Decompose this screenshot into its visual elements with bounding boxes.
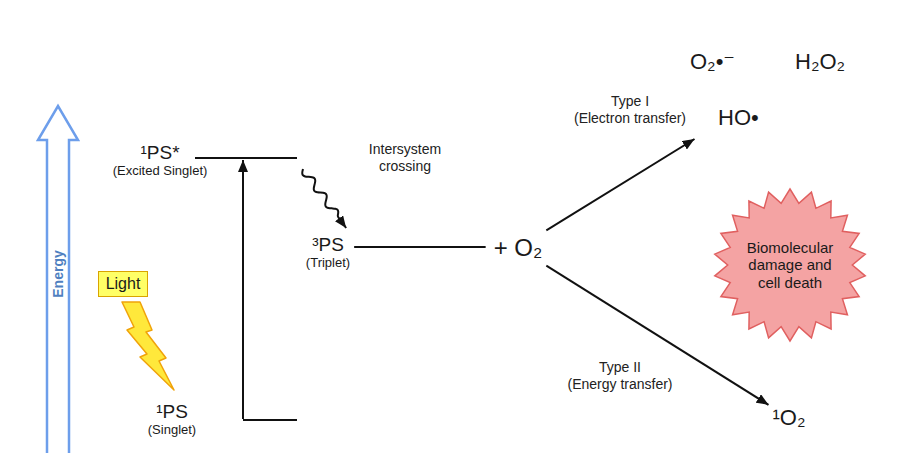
edge-label: Type I (Electron transfer): [571, 92, 689, 128]
node-sublabel: (Triplet): [306, 256, 350, 271]
reactant: + O₂: [494, 234, 543, 262]
connector: [546, 139, 694, 230]
product: ¹O₂: [773, 405, 806, 430]
node-label: O₂•⁻: [690, 49, 735, 74]
energy-level: ³PS(Triplet): [306, 234, 350, 271]
energy-arrow: [38, 106, 78, 453]
edge-label: Intersystem crossing: [352, 140, 458, 176]
node-label: + O₂: [494, 234, 543, 262]
product-group: O₂•⁻ H₂O₂ HO•: [688, 45, 860, 135]
light-box: Light: [98, 271, 149, 297]
node-sublabel: H₂O₂: [795, 49, 845, 74]
connector: [242, 160, 244, 419]
energy-level: ¹PS*(Excited Singlet): [113, 142, 208, 179]
axis-label: Energy: [50, 250, 66, 297]
damage-starburst: Biomolecular damage and cell death: [712, 187, 868, 343]
node-label: ¹PS: [148, 401, 196, 423]
node-sublabel: (Excited Singlet): [113, 164, 208, 179]
node-label: ³PS: [306, 234, 350, 256]
energy-level: ¹PS(Singlet): [148, 401, 196, 438]
energy-level-line: [195, 157, 297, 159]
node-sublabel: HO•: [718, 105, 759, 130]
node-sublabel: (Singlet): [148, 423, 196, 438]
energy-level-line: [243, 419, 297, 421]
node-label: ¹O₂: [773, 405, 806, 430]
lightning-bolt: [122, 302, 174, 390]
node-label: ¹PS*: [113, 142, 208, 164]
connector: [302, 169, 346, 228]
starburst-outline: [715, 189, 865, 341]
edge-label: Type II (Energy transfer): [564, 358, 675, 394]
node-label: Light: [106, 275, 141, 293]
connector: [354, 246, 486, 248]
node-label: Biomolecular damage and cell death: [738, 239, 842, 291]
